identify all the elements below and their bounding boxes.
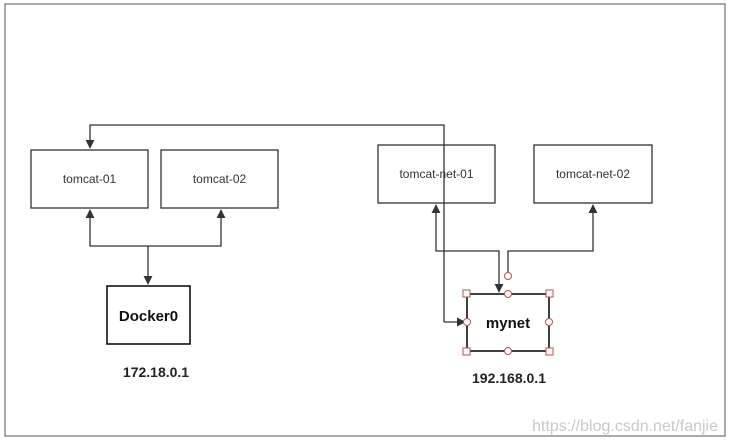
watermark-text: https://blog.csdn.net/fanjie xyxy=(532,418,718,435)
selection-handles[interactable] xyxy=(462,272,554,356)
connect-point-top[interactable] xyxy=(504,290,512,298)
node-tomcat-01-label: tomcat-01 xyxy=(63,172,117,186)
node-tomcat-net-01-label: tomcat-net-01 xyxy=(399,167,473,181)
connect-point-bottom[interactable] xyxy=(504,347,512,355)
connector-tomcat01-tomcat02 xyxy=(85,209,226,247)
node-docker0-label: Docker0 xyxy=(119,308,178,325)
node-docker0[interactable] xyxy=(106,285,191,345)
connect-point-right[interactable] xyxy=(545,318,553,326)
resize-handle-top-left[interactable] xyxy=(462,289,471,298)
node-tomcat-net-02[interactable] xyxy=(533,144,653,204)
node-tomcat-01[interactable] xyxy=(30,149,149,209)
resize-handle-bottom-left[interactable] xyxy=(462,347,471,356)
node-tomcat-net-02-label: tomcat-net-02 xyxy=(556,167,630,181)
mynet-address: 192.168.0.1 xyxy=(472,370,546,386)
node-tomcat-net-01[interactable] xyxy=(377,144,496,204)
resize-handle-top-right[interactable] xyxy=(545,289,554,298)
node-tomcat-02-label: tomcat-02 xyxy=(193,172,247,186)
connector-mynet-tomcatnet02 xyxy=(507,204,598,278)
node-tomcat-02[interactable] xyxy=(160,149,279,209)
outer-frame xyxy=(4,3,726,437)
resize-handle-bottom-right[interactable] xyxy=(545,347,554,356)
rotate-handle[interactable] xyxy=(504,272,512,280)
connect-point-left[interactable] xyxy=(463,318,471,326)
connector-tomcatnet01-mynet xyxy=(431,204,504,293)
node-mynet-label: mynet xyxy=(486,315,530,332)
docker0-address: 172.18.0.1 xyxy=(123,364,189,380)
